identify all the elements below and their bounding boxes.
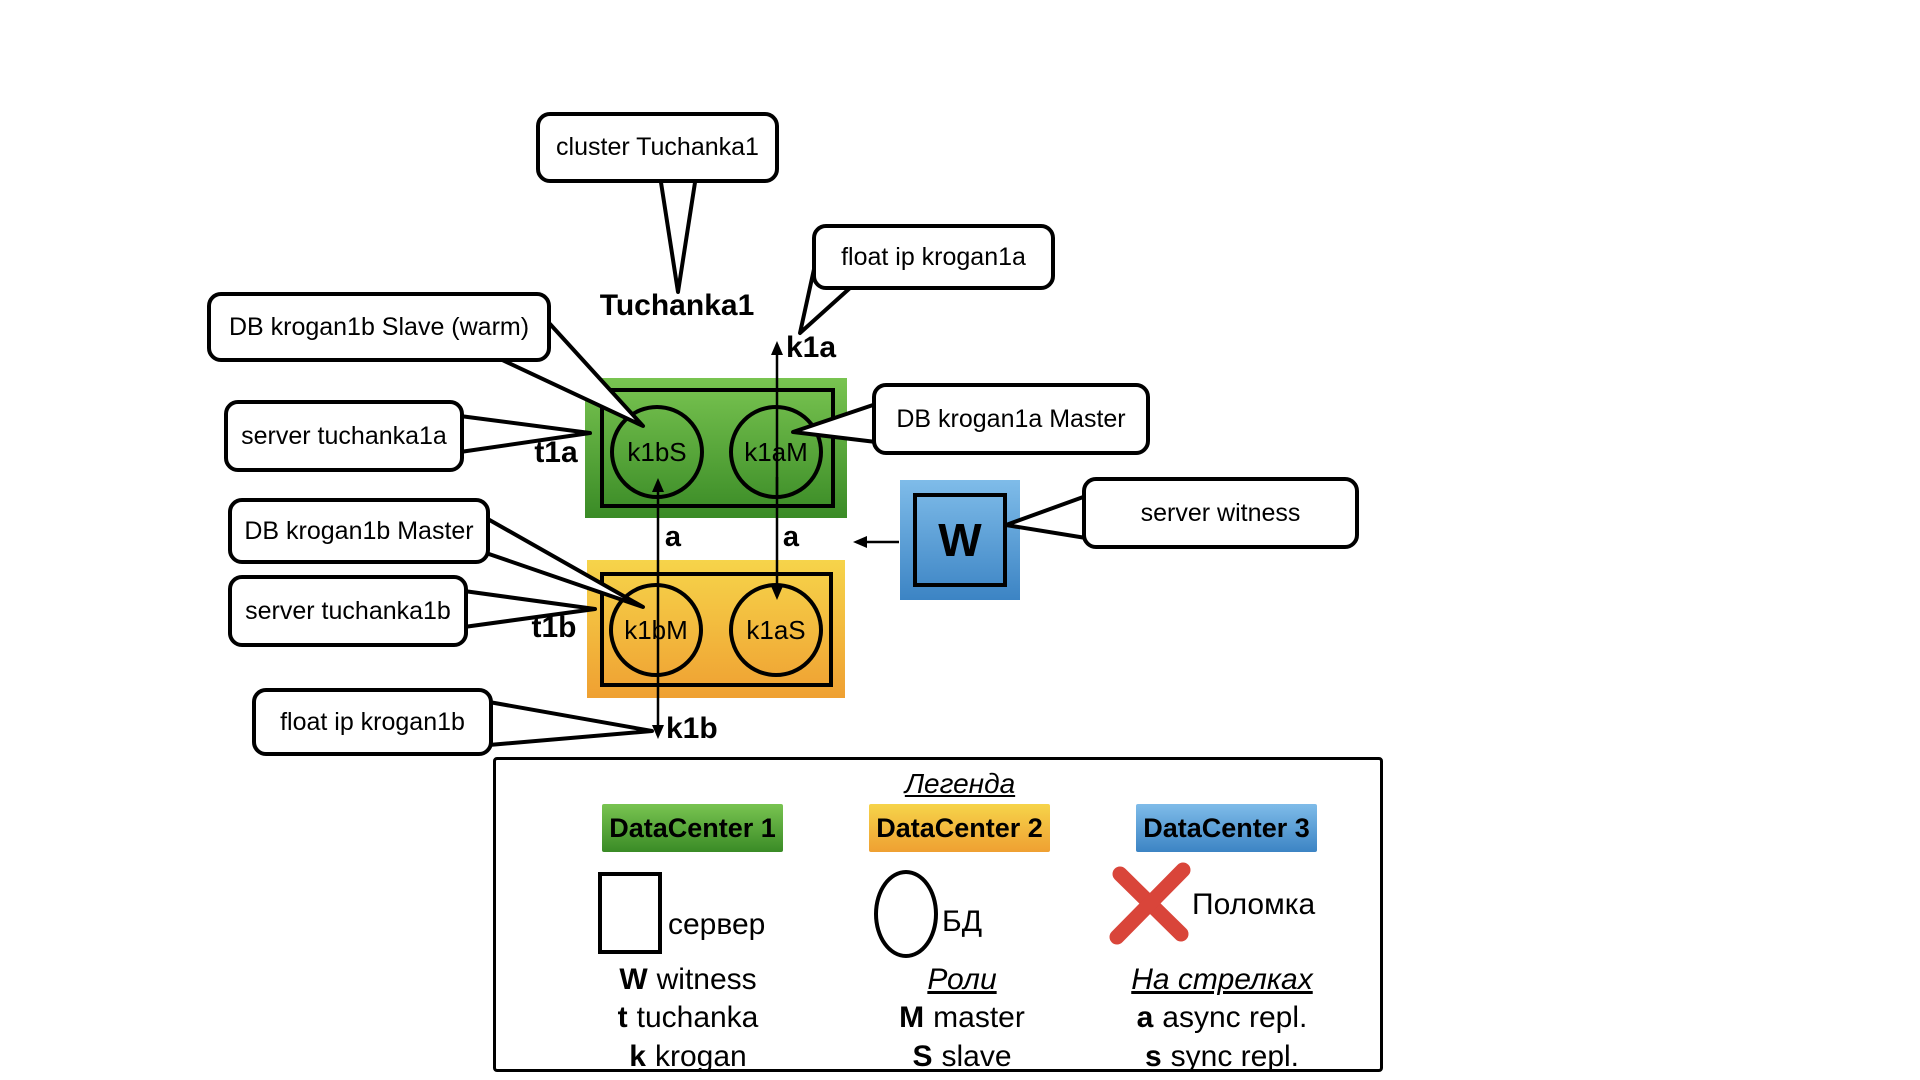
callout-text: DB krogan1b Slave (warm) xyxy=(228,312,530,341)
db-node-label: k1bS xyxy=(627,436,687,467)
callout-tail-server-witness xyxy=(1004,494,1088,540)
failure-cross-icon xyxy=(1109,862,1191,945)
legend-key: a xyxy=(1136,1001,1154,1034)
legend-title: Легенда xyxy=(904,768,1016,799)
legend-header-text: Роли xyxy=(927,963,997,996)
callout-server-tuchanka1a: server tuchanka1a xyxy=(224,400,464,472)
legend-chip-text: DataCenter 1 xyxy=(609,812,776,843)
server-tuchanka1b-box xyxy=(600,572,833,687)
legend-entry-witness: W witness xyxy=(578,962,798,998)
legend-datacenter3-chip: DataCenter 3 xyxy=(1136,804,1317,852)
datacenter3-background xyxy=(900,480,1020,600)
legend-value: krogan xyxy=(654,1040,747,1073)
legend-key: s xyxy=(1144,1040,1162,1073)
legend-chip-text: DataCenter 3 xyxy=(1143,812,1310,843)
legend-db-label: БД xyxy=(942,905,983,938)
callout-tail-cluster xyxy=(658,174,698,294)
callout-text: float ip krogan1b xyxy=(280,707,465,736)
legend-value: witness xyxy=(656,963,757,996)
callout-tail-db-krogan1a-master xyxy=(791,402,878,444)
legend-key: k xyxy=(629,1040,646,1073)
legend-header-text: На стрелках xyxy=(1131,963,1313,996)
legend-value: master xyxy=(933,1001,1025,1034)
db-symbol-icon xyxy=(874,870,938,958)
legend-key: S xyxy=(912,1040,933,1073)
callout-cluster-tuchanka1: cluster Tuchanka1 xyxy=(536,112,779,183)
legend-key: M xyxy=(899,1001,925,1034)
callout-float-ip-krogan1a: float ip krogan1a xyxy=(812,224,1055,290)
callout-tail-db-krogan1b-master xyxy=(484,516,645,609)
callout-text: server tuchanka1b xyxy=(245,596,451,625)
callout-server-witness: server witness xyxy=(1082,477,1359,549)
callout-text: DB krogan1b Master xyxy=(244,516,474,545)
callout-float-ip-krogan1b: float ip krogan1b xyxy=(252,688,493,756)
legend-key: t xyxy=(617,1001,628,1034)
server-t1a-label: t1a xyxy=(534,436,578,469)
legend-server-label: сервер xyxy=(668,908,766,941)
legend-value: sync repl. xyxy=(1170,1040,1300,1073)
async-repl-label-left: a xyxy=(664,521,682,553)
callout-text: server tuchanka1a xyxy=(241,421,447,450)
float-ip-k1b-label: k1b xyxy=(666,712,718,745)
server-t1b-label: t1b xyxy=(531,611,577,644)
callout-db-krogan1b-slave: DB krogan1b Slave (warm) xyxy=(207,292,551,362)
callout-text: DB krogan1a Master xyxy=(896,404,1126,433)
callout-db-krogan1b-master: DB krogan1b Master xyxy=(228,498,490,564)
legend-entry-sync: s sync repl. xyxy=(1112,1039,1332,1075)
legend-entry-slave: S slave xyxy=(852,1039,1072,1075)
legend-arrows-header: На стрелках xyxy=(1112,962,1332,998)
server-symbol-icon xyxy=(598,872,662,954)
db-node-k1bM: k1bM xyxy=(609,583,703,677)
legend-entry-master: M master xyxy=(852,1000,1072,1036)
callout-text: cluster Tuchanka1 xyxy=(556,133,759,161)
legend-entry-krogan: k krogan xyxy=(578,1039,798,1075)
server-witness-box: W xyxy=(913,493,1007,587)
callout-tail-float-ip-krogan1b xyxy=(487,700,654,747)
callout-server-tuchanka1b: server tuchanka1b xyxy=(228,575,468,647)
async-repl-label-right: a xyxy=(782,521,800,553)
db-node-label: k1bM xyxy=(624,614,688,645)
legend-datacenter2-chip: DataCenter 2 xyxy=(869,804,1050,852)
db-node-label: k1aS xyxy=(746,614,806,645)
legend-key: W xyxy=(619,963,648,996)
legend-failure-label: Поломка xyxy=(1192,888,1316,921)
witness-label: W xyxy=(938,514,982,566)
legend-value: tuchanka xyxy=(636,1001,759,1034)
callout-text: server witness xyxy=(1140,498,1301,527)
legend-datacenter1-chip: DataCenter 1 xyxy=(602,804,783,852)
legend-chip-text: DataCenter 2 xyxy=(876,812,1043,843)
legend-value: slave xyxy=(941,1040,1012,1073)
cluster-title: Tuchanka1 xyxy=(599,289,755,322)
callout-text: float ip krogan1a xyxy=(841,242,1026,271)
float-ip-k1a-label: k1a xyxy=(786,331,837,364)
legend-value: async repl. xyxy=(1162,1001,1308,1034)
legend-roles-header: Роли xyxy=(852,962,1072,998)
server-tuchanka1a-box xyxy=(600,388,835,508)
legend-entry-async: a async repl. xyxy=(1112,1000,1332,1036)
callout-db-krogan1a-master: DB krogan1a Master xyxy=(872,383,1150,455)
legend-entry-tuchanka: t tuchanka xyxy=(578,1000,798,1036)
